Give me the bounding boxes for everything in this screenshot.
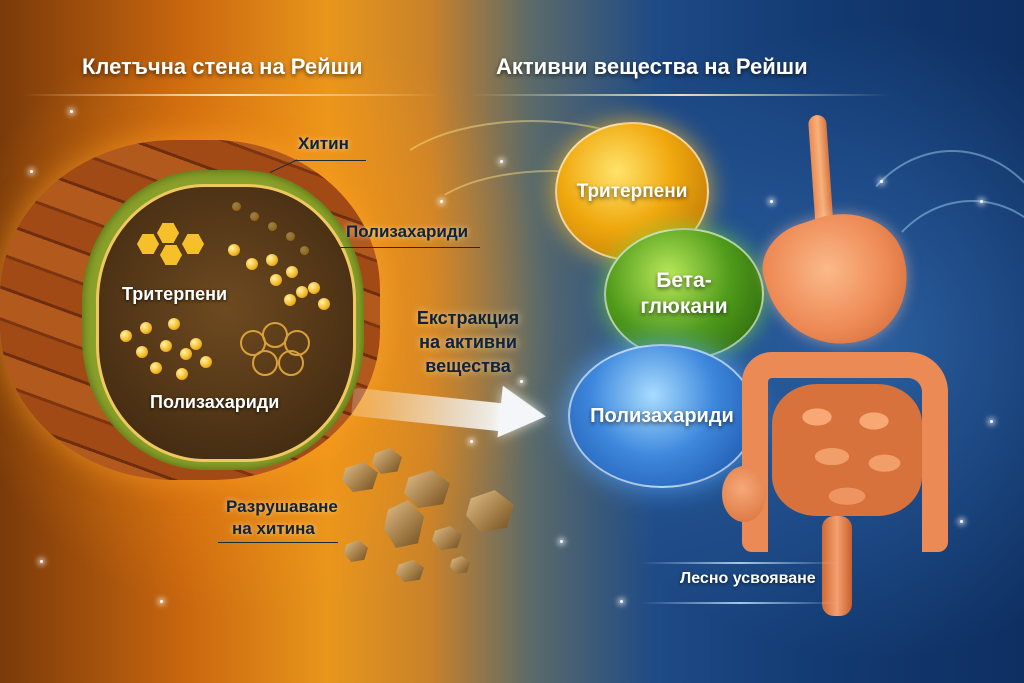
triterpenes-label: Тритерпени [122, 284, 228, 304]
triterpene-hexagon-icon [160, 245, 182, 265]
left-title: Клетъчна стена на Рейши [82, 54, 363, 79]
molecule-atom-icon [296, 286, 308, 298]
sparkle [990, 420, 993, 423]
chitin-callout: Хитин [298, 134, 349, 153]
label-divider [640, 562, 840, 564]
sparkle [980, 200, 983, 203]
molecule-atom-icon [268, 222, 277, 231]
sparkle [620, 600, 623, 603]
polysaccharides-inner-label: Полизахариди [150, 392, 280, 412]
title-underline [20, 94, 440, 96]
sparkle [770, 200, 773, 203]
rectum [822, 516, 852, 616]
molecule-atom-icon [270, 274, 282, 286]
molecule-atom-icon [136, 346, 148, 358]
sparkle [160, 600, 163, 603]
polysaccharides-leader-line [340, 247, 480, 248]
ring-molecule-icon [252, 350, 278, 376]
triterpene-hexagon-icon [182, 234, 204, 254]
molecule-atom-icon [140, 322, 152, 334]
sparkle [30, 170, 33, 173]
ring-molecule-icon [278, 350, 304, 376]
molecule-atom-icon [168, 318, 180, 330]
molecule-atom-icon [286, 232, 295, 241]
cell-interior [96, 184, 356, 462]
molecule-atom-icon [232, 202, 241, 211]
sparkle [500, 160, 503, 163]
molecule-atom-icon [246, 258, 258, 270]
extraction-label: Екстракция на активни вещества [416, 308, 520, 376]
small-intestine [772, 384, 922, 516]
chitin-fragment [450, 556, 470, 574]
sparkle [520, 380, 523, 383]
chitin-fragment [344, 540, 368, 562]
beta-glucans-sphere: Бета- глюкани [604, 228, 764, 360]
molecule-atom-icon [160, 340, 172, 352]
polysaccharides-sphere: Полизахариди [568, 344, 756, 488]
molecule-atom-icon [250, 212, 259, 221]
chitin-fragment [396, 560, 424, 582]
sparkle [960, 520, 963, 523]
molecule-atom-icon [228, 244, 240, 256]
molecule-atom-icon [266, 254, 278, 266]
molecule-atom-icon [190, 338, 202, 350]
sparkle [560, 540, 563, 543]
molecule-atom-icon [150, 362, 162, 374]
triterpene-hexagon-icon [137, 234, 159, 254]
molecule-atom-icon [318, 298, 330, 310]
molecule-atom-icon [120, 330, 132, 342]
sparkle [40, 560, 43, 563]
molecule-atom-icon [308, 282, 320, 294]
energy-swirl [840, 150, 1024, 414]
sparkle [440, 200, 443, 203]
label-divider [640, 602, 840, 604]
sparkle [470, 440, 473, 443]
molecule-atom-icon [200, 356, 212, 368]
molecule-atom-icon [300, 246, 309, 255]
breakdown-leader-line [218, 542, 338, 543]
cecum [722, 466, 766, 522]
molecule-atom-icon [180, 348, 192, 360]
polysaccharides-callout: Полизахариди [346, 222, 469, 241]
title-underline [470, 94, 890, 96]
sparkle [880, 180, 883, 183]
sparkle [70, 110, 73, 113]
chitin-leader-line [294, 160, 366, 161]
triterpene-hexagon-icon [157, 223, 179, 243]
chitin-breakdown-label: Разрушаване на хитина [226, 497, 338, 538]
molecule-atom-icon [176, 368, 188, 380]
molecule-atom-icon [284, 294, 296, 306]
right-title: Активни вещества на Рейши [496, 54, 808, 79]
molecule-atom-icon [286, 266, 298, 278]
arrow-head-icon [497, 385, 549, 443]
absorption-label: Лесно усвояване [680, 570, 816, 587]
